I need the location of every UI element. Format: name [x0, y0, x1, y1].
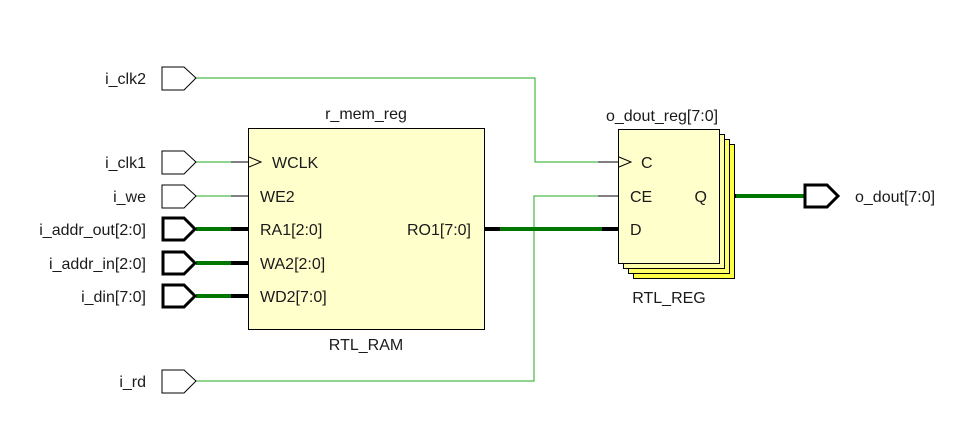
- reg-pin-q: Q: [695, 189, 707, 206]
- input-port-i-rd[interactable]: i_rd: [119, 369, 197, 394]
- ram-type-label: RTL_RAM: [329, 337, 403, 354]
- input-port-i-addr-in[interactable]: i_addr_in[2:0]: [49, 250, 198, 276]
- ram-cell[interactable]: r_mem_reg WCLK WE2 RA1[2:0] WA2[2:0] WD2…: [248, 106, 485, 354]
- port-icon: [161, 66, 197, 91]
- port-icon: [161, 369, 197, 394]
- input-port-i-clk2[interactable]: i_clk2: [105, 66, 197, 91]
- net-i-rd[interactable]: [196, 195, 598, 382]
- clock-pin-icon: [248, 156, 263, 168]
- input-port-i-din[interactable]: i_din[7:0]: [81, 283, 198, 309]
- input-port-i-addr-out[interactable]: i_addr_out[2:0]: [39, 216, 198, 242]
- port-icon: [161, 150, 197, 175]
- ram-body: [248, 128, 485, 330]
- reg-pin-c: C: [641, 155, 653, 172]
- reg-type-label: RTL_REG: [632, 290, 706, 307]
- port-label: i_clk1: [105, 155, 146, 172]
- input-port-i-clk1[interactable]: i_clk1: [105, 150, 197, 175]
- reg-body: [618, 129, 720, 264]
- ram-pin-we2: WE2: [260, 189, 295, 206]
- port-label: i_clk2: [105, 71, 146, 88]
- bus-port-icon: [161, 216, 198, 242]
- ram-pin-ro1: RO1[7:0]: [407, 222, 471, 239]
- port-label: i_din[7:0]: [81, 289, 146, 306]
- ram-pin-wd2: WD2[7:0]: [260, 289, 327, 306]
- reg-pin-ce: CE: [630, 189, 652, 206]
- bus-port-icon: [803, 183, 841, 209]
- ram-pin-wa2: WA2[2:0]: [260, 256, 325, 273]
- input-port-i-we[interactable]: i_we: [113, 184, 197, 209]
- ram-pin-wclk: WCLK: [272, 155, 319, 172]
- ram-instance-name: r_mem_reg: [325, 106, 407, 123]
- port-label: i_addr_in[2:0]: [49, 256, 146, 273]
- clock-pin-icon: [618, 156, 633, 168]
- port-label: o_dout[7:0]: [855, 189, 935, 206]
- ram-pin-ra1: RA1[2:0]: [260, 222, 322, 239]
- reg-instance-name: o_dout_reg[7:0]: [606, 108, 718, 125]
- port-label: i_addr_out[2:0]: [39, 222, 146, 239]
- bus-port-icon: [161, 283, 198, 309]
- reg-pin-d: D: [630, 222, 642, 239]
- net-i-clk2[interactable]: [196, 77, 598, 163]
- bus-port-icon: [161, 250, 198, 276]
- port-icon: [161, 184, 197, 209]
- port-label: i_we: [113, 189, 146, 206]
- reg-cell[interactable]: o_dout_reg[7:0] C CE D Q RTL_REG: [606, 108, 735, 307]
- output-port-o-dout[interactable]: o_dout[7:0]: [803, 183, 935, 209]
- port-label: i_rd: [119, 374, 146, 391]
